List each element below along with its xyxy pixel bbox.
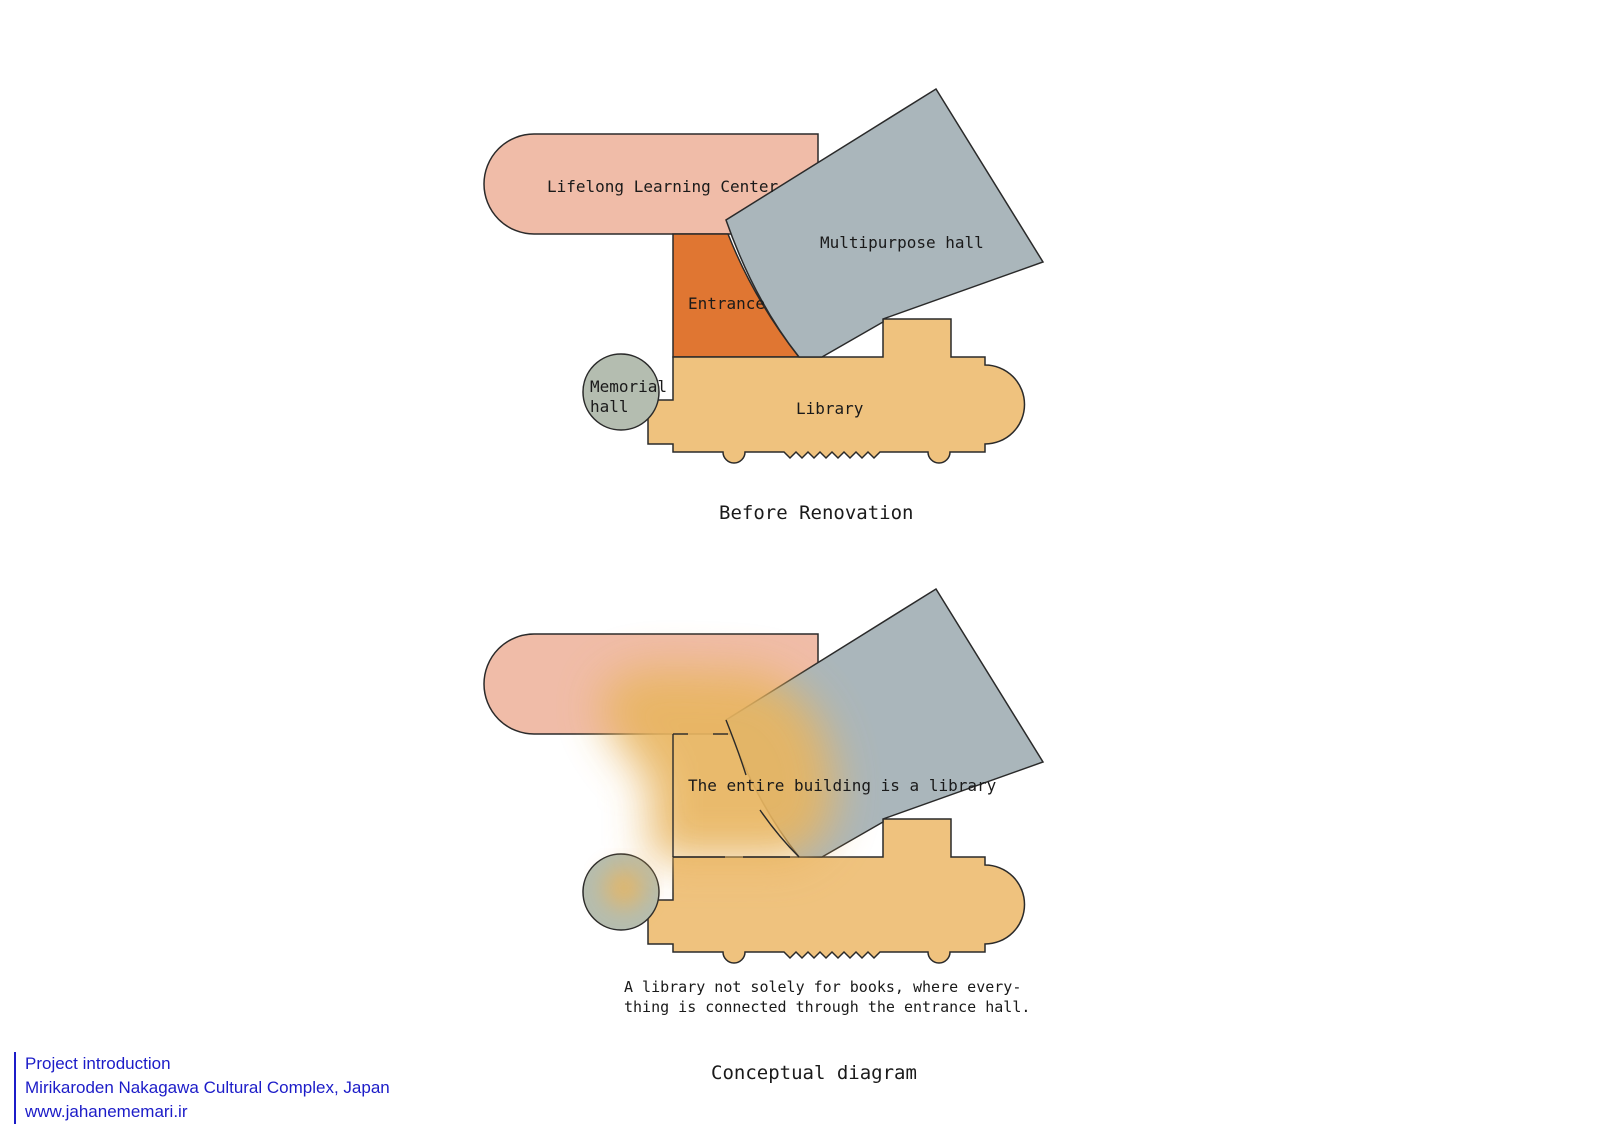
concept-description-line1: A library not solely for books, where ev… (624, 978, 1021, 996)
label-memorial-hall-line2: hall (590, 397, 629, 416)
label-learning-center: Lifelong Learning Center (547, 177, 779, 196)
learning-center-block (483, 133, 819, 235)
label-entire-building-library: The entire building is a library (688, 776, 997, 795)
footer-website-link[interactable]: www.jahanememari.ir (25, 1102, 188, 1121)
before-renovation-diagram: Lifelong Learning Center Multipurpose ha… (483, 87, 1045, 524)
former-boundaries (672, 719, 800, 858)
footer-project-name: Mirikaroden Nakagawa Cultural Complex, J… (25, 1078, 390, 1097)
library-block (647, 318, 1026, 464)
library-glow (600, 668, 835, 860)
concept-description-line2: thing is connected through the entrance … (624, 998, 1030, 1016)
footer-project-introduction: Project introduction (25, 1054, 171, 1073)
caption-conceptual-diagram: Conceptual diagram (711, 1062, 917, 1084)
label-entrance: Entrance (688, 294, 765, 313)
label-library: Library (796, 399, 864, 418)
library-block (647, 818, 1026, 964)
project-footer: Project introduction Mirikaroden Nakagaw… (14, 1052, 390, 1124)
caption-before-renovation: Before Renovation (719, 502, 913, 524)
multipurpose-hall-block (725, 87, 1045, 358)
memorial-glow (604, 868, 644, 908)
conceptual-diagram: The entire building is a library (483, 587, 1045, 964)
memorial-hall-block (582, 353, 660, 431)
label-multipurpose-hall: Multipurpose hall (820, 233, 984, 252)
label-memorial-hall-line1: Memorial (590, 377, 667, 396)
